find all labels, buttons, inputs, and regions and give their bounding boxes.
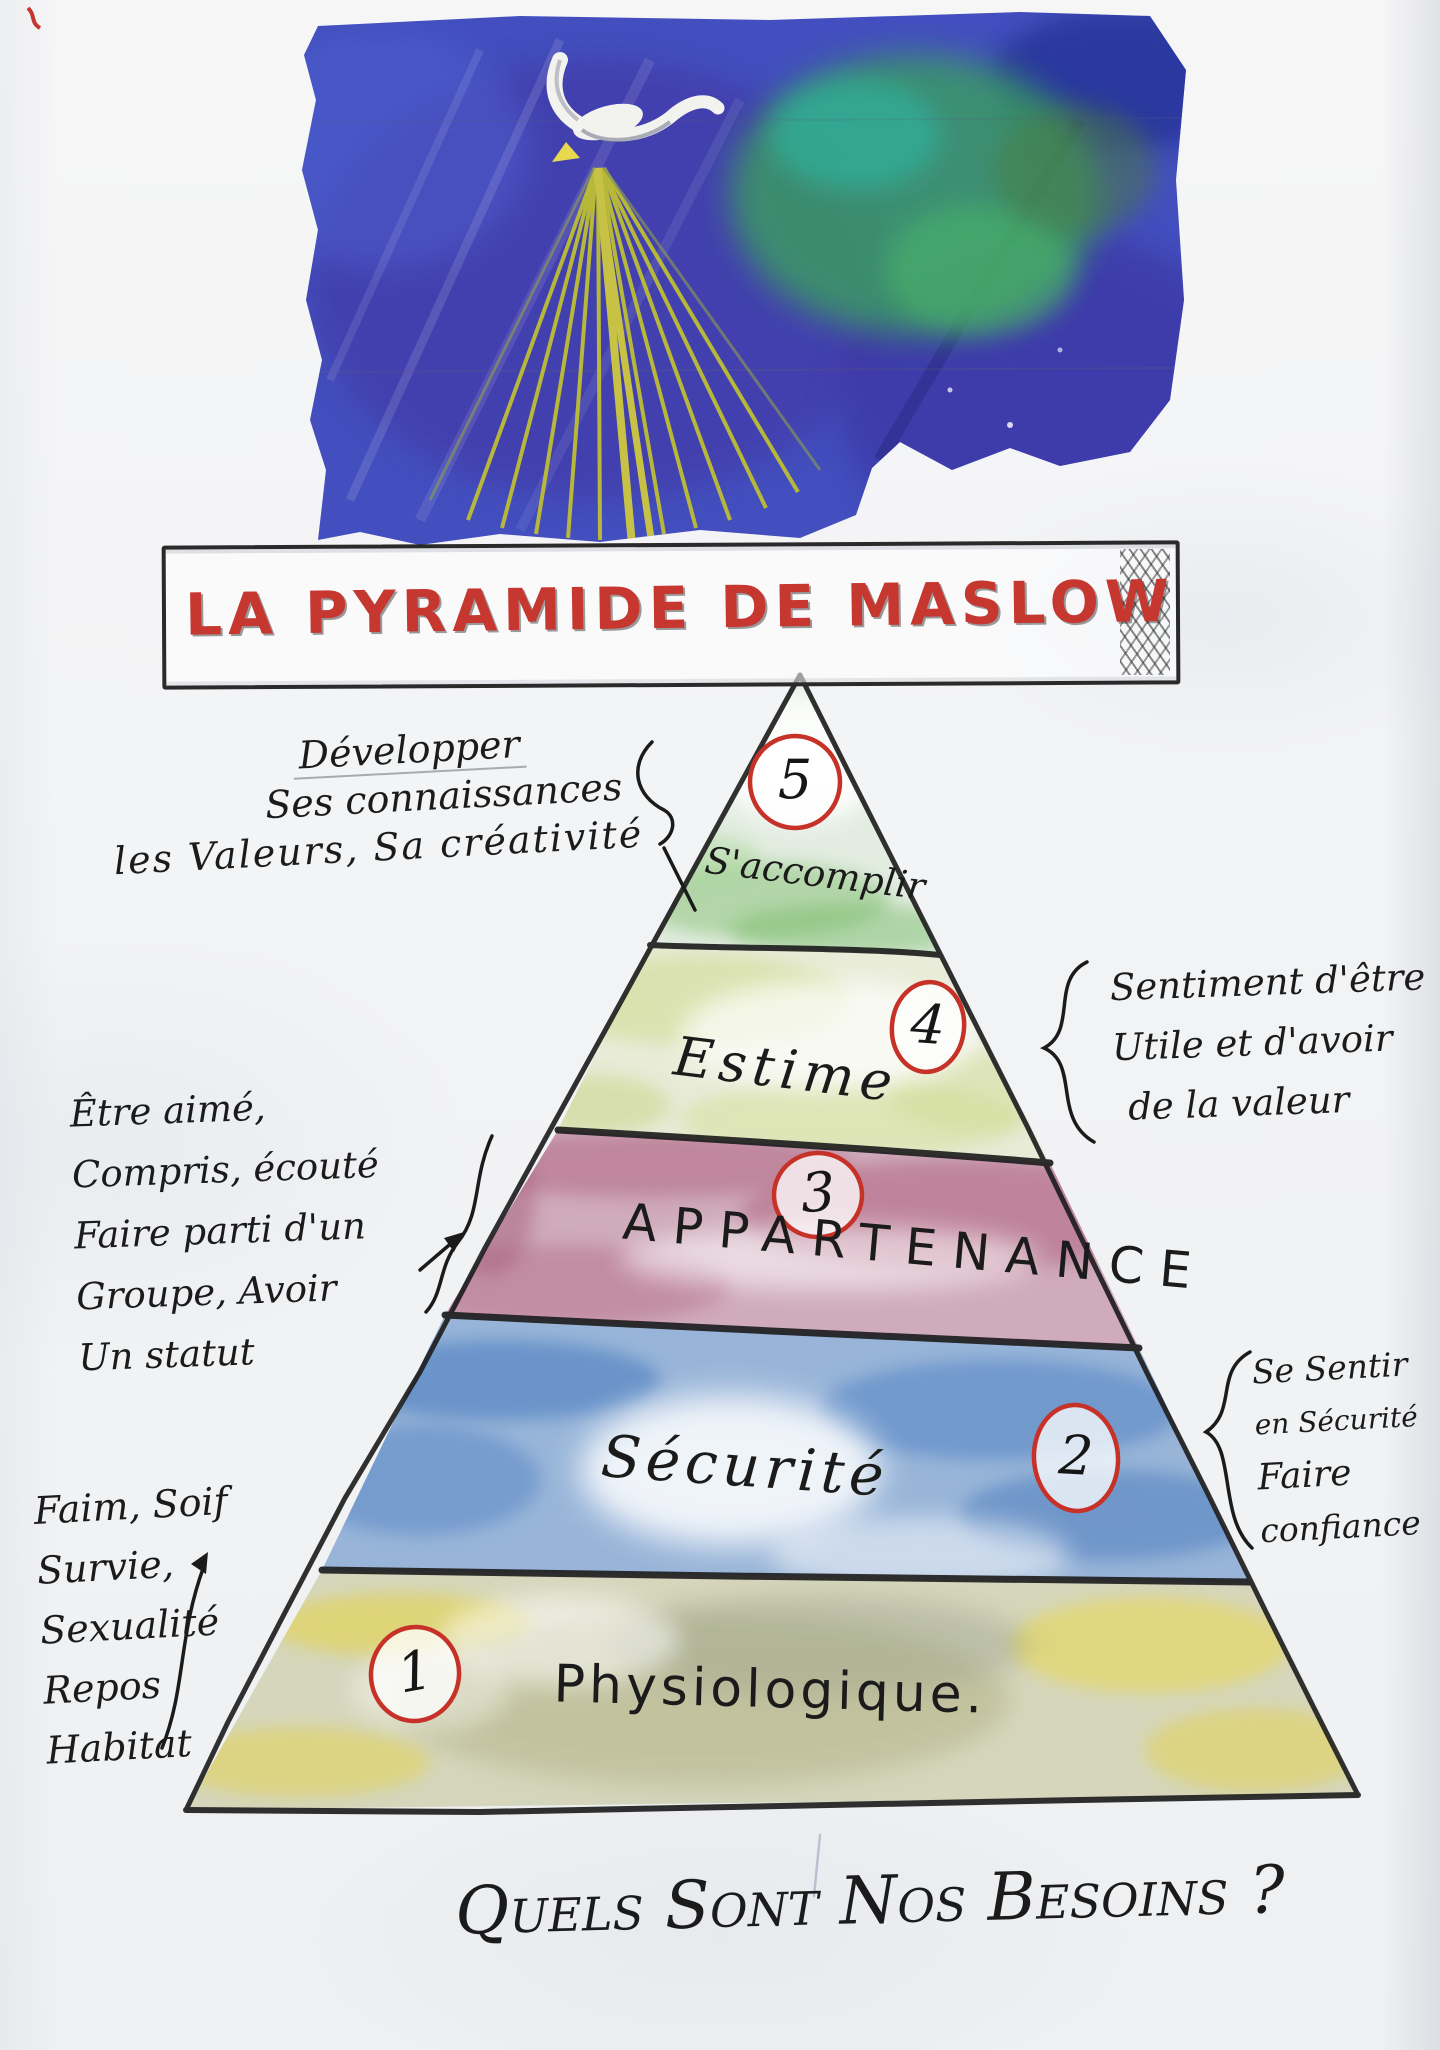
annotation-line: Faire	[1256, 1452, 1353, 1499]
annotation-line: en Sécurité	[1253, 1400, 1419, 1442]
slash-level5	[662, 846, 697, 912]
annotation-line: Utile et d'avoir	[1111, 1016, 1394, 1070]
level4-number: 4	[908, 991, 948, 1058]
annotation-line: Sentiment d'être	[1109, 955, 1426, 1010]
corner-mark	[26, 6, 42, 30]
annotation-strokes	[160, 740, 1254, 1898]
hook-level2	[1202, 1350, 1254, 1550]
annotation-level4: Sentiment d'être Utile et d'avoir de la …	[1109, 946, 1440, 1138]
annotation-line: Se Sentir	[1250, 1344, 1409, 1392]
light-rays	[428, 166, 822, 545]
title-box-hatch	[1120, 549, 1170, 675]
page-title: LA PYRAMIDE DE MASLOW	[184, 566, 1176, 649]
crease-mark	[812, 1833, 822, 1898]
arrowhead-level3	[444, 1232, 464, 1252]
annotation-line: de la valeur	[1127, 1078, 1351, 1129]
brace-level5	[636, 740, 675, 846]
number-circles	[368, 733, 1121, 1724]
pyramid-outline	[183, 672, 1361, 1815]
sky-artwork	[302, 12, 1186, 545]
level5-number: 5	[777, 748, 813, 811]
annotation-level1: Faim, Soif Survie, Sexualité Repos Habit…	[32, 1467, 307, 1780]
brace-level4	[1040, 960, 1096, 1144]
annotation-line: confiance	[1259, 1503, 1422, 1551]
annotation-level3: Être aimé, Compris, écouté Faire parti d…	[69, 1069, 509, 1389]
annotation-level2: Se Sentir en Sécurité Faire confiance	[1251, 1335, 1440, 1558]
arrowhead-level1	[191, 1552, 208, 1574]
arrow-level1	[160, 1564, 206, 1750]
level2-number: 2	[1057, 1423, 1095, 1488]
level1-number: 1	[392, 1637, 438, 1706]
dove-icon	[546, 52, 725, 162]
